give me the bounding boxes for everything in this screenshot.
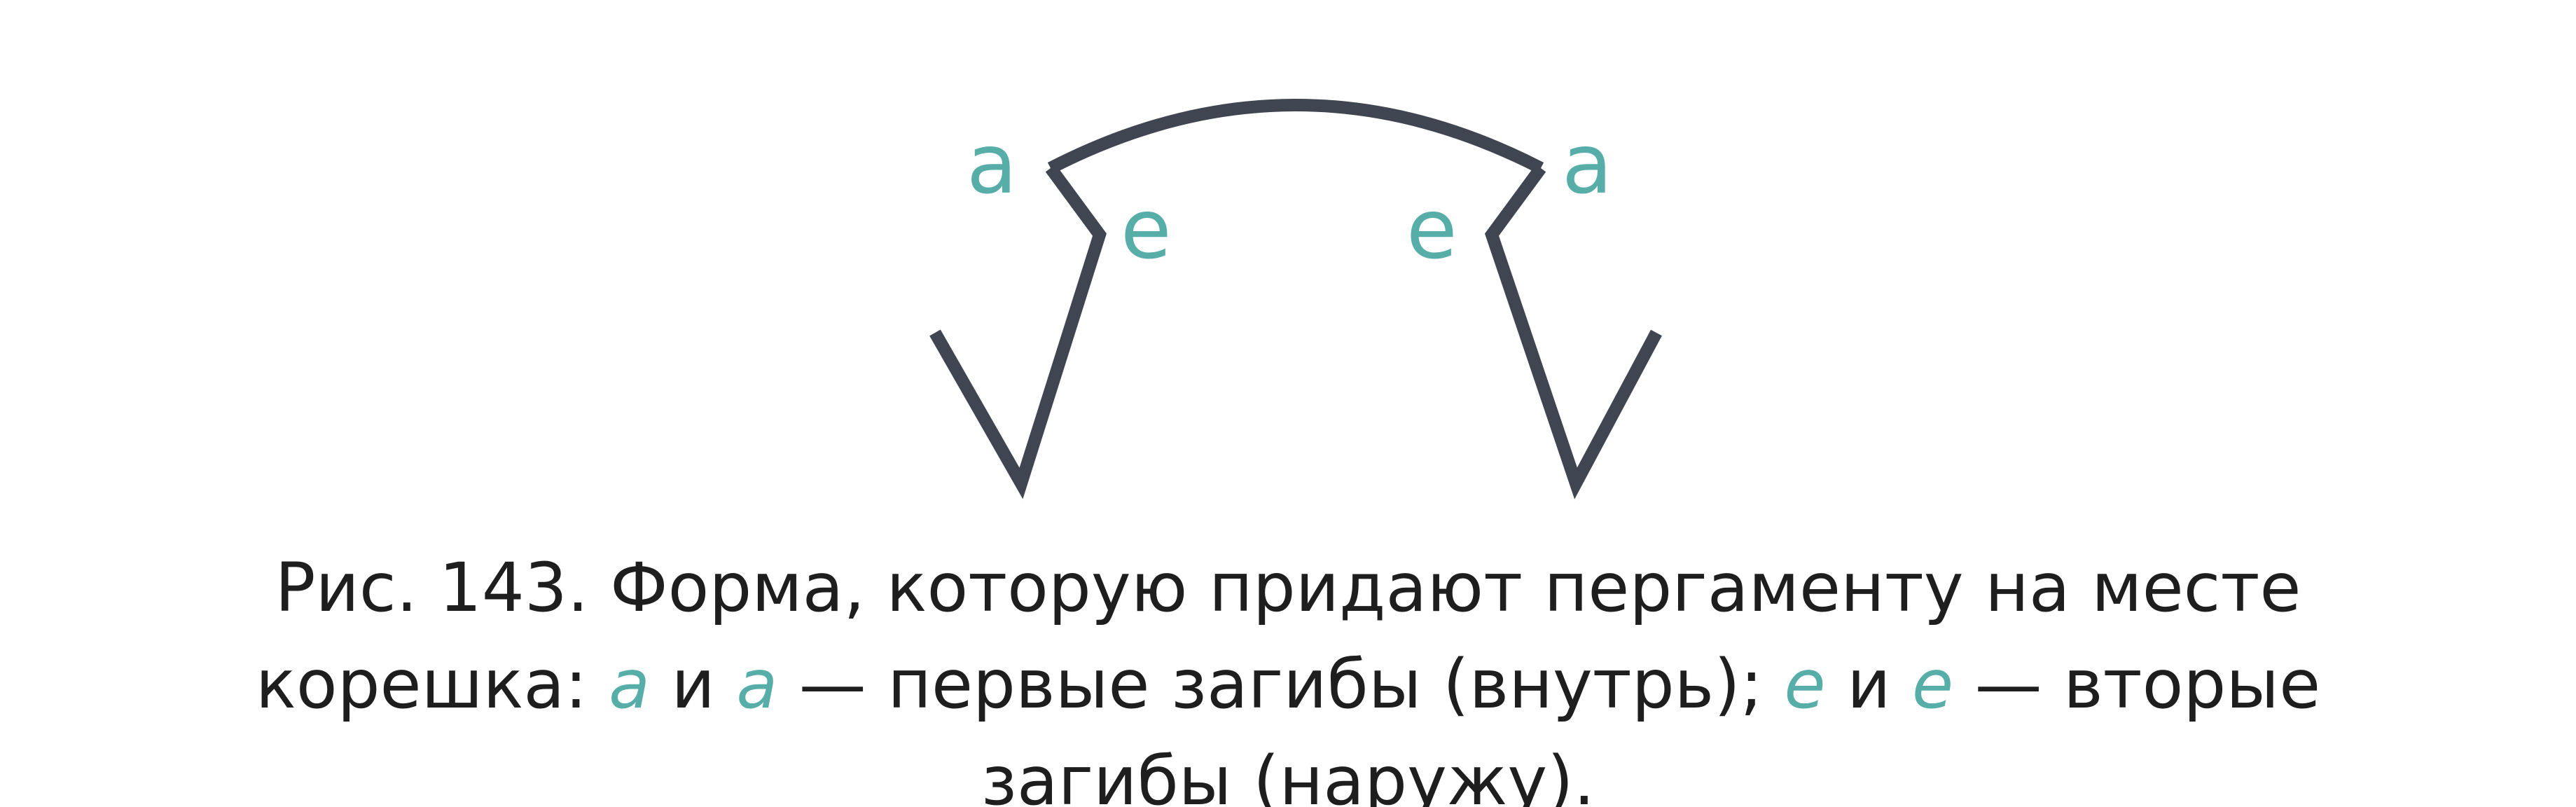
caption-and-1: и bbox=[671, 645, 715, 724]
label-a-left: a bbox=[967, 116, 1017, 212]
caption-mark-a2: a bbox=[736, 645, 778, 724]
caption-line-1: Рис. 143. Форма, которую придают пергаме… bbox=[275, 549, 2301, 627]
left-fold-line bbox=[929, 164, 1107, 499]
caption-line-3: загибы (наружу). bbox=[981, 742, 1595, 807]
caption-and-2: и bbox=[1847, 645, 1891, 724]
spine-arc bbox=[1047, 99, 1544, 174]
caption-first-folds: — первые загибы (внутрь); bbox=[798, 645, 1763, 724]
caption-prefix: корешка: bbox=[255, 645, 588, 724]
caption-mark-e1: e bbox=[1784, 645, 1826, 724]
label-a-right: a bbox=[1562, 116, 1612, 212]
caption-mark-e2: e bbox=[1912, 645, 1954, 724]
figure-caption: Рис. 143. Форма, которую придают пергаме… bbox=[98, 539, 2478, 807]
caption-second-folds: — вторые bbox=[1974, 645, 2321, 724]
caption-line-2: корешка: a и a — первые загибы (внутрь);… bbox=[98, 636, 2478, 733]
label-e-left: e bbox=[1121, 181, 1172, 277]
caption-mark-a1: a bbox=[609, 645, 650, 724]
label-e-right: e bbox=[1406, 181, 1457, 277]
right-fold-line bbox=[1484, 164, 1662, 499]
